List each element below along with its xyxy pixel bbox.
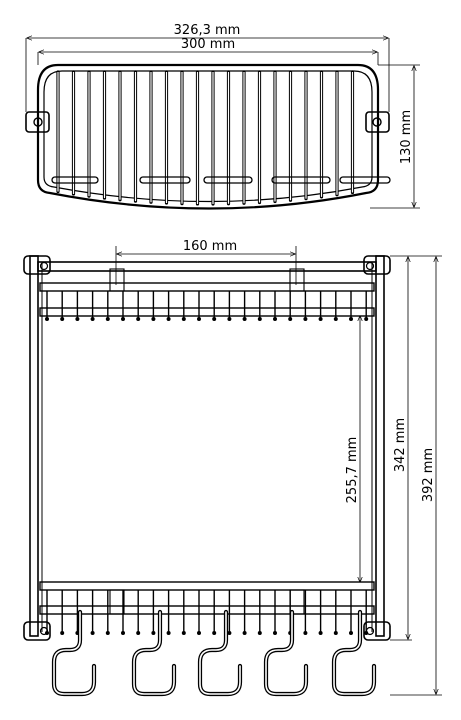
hook-rail-width-label: 160 mm [183,239,237,254]
shelf-spacing-dimension: 255,7 mm [345,316,360,582]
hook-highlight [265,611,307,695]
front-view: 160 mm 255,7 mm 342 mm 392 mm [23,239,442,697]
wire-tip [242,317,247,321]
hooks [51,609,377,697]
wire-tip [242,631,247,635]
left-mount-bracket [25,111,50,133]
wire-tip [121,631,125,635]
wire-tip [257,317,262,321]
hook [263,609,309,697]
wire-tip [349,317,353,321]
wire-tip [257,631,262,635]
wire-tip [303,631,308,635]
wire-tip [60,317,65,321]
wire-tip [349,631,353,635]
wire-tip [303,317,308,321]
hook-rail-width-dimension: 160 mm [115,239,297,285]
body-height-dimension: 342 mm [390,255,412,641]
hook-highlight [53,611,95,695]
wire-tip [364,631,369,635]
wire-tip [75,317,80,321]
upper-shelf-wires [45,291,369,321]
wire-tip [273,317,277,321]
basket-width-dimension: 300 mm [37,37,379,65]
overall-width-dimension: 326,3 mm [25,23,390,112]
wire-tip [90,631,95,635]
depth-label: 130 mm [399,110,414,164]
basket-width-label: 300 mm [181,37,235,52]
wire-tip [151,317,156,321]
wire-tip [60,631,65,635]
upper-shelf [37,261,377,321]
front-brackets [23,255,391,641]
wire-tip [318,317,323,321]
wire-tip [105,631,110,635]
wire-tip [45,631,49,635]
overall-height-label: 392 mm [421,448,436,502]
lower-shelf-wires [45,590,369,635]
basket-rails [51,176,391,184]
wire-tip [288,317,293,321]
wire-tip [166,631,171,635]
wire-tip [318,631,323,635]
wire-tip [136,317,141,321]
wire-tip [121,317,125,321]
body-height-label: 342 mm [393,418,408,472]
hook [51,609,97,697]
wire-tip [333,631,338,635]
wire-tip [197,631,201,635]
wire-tip [197,317,201,321]
wire-tip [273,631,277,635]
lower-shelf [39,581,375,635]
hook-highlight [133,611,175,695]
shelf-spacing-label: 255,7 mm [345,437,360,504]
wire-tip [212,317,217,321]
basket-wires [56,70,355,206]
overall-width-label: 326,3 mm [174,23,241,38]
wire-tip [166,317,171,321]
top-view: 326,3 mm 300 mm 130 mm [25,23,420,210]
depth-dimension: 130 mm [370,64,420,209]
wire-tip [333,317,338,321]
hook [331,609,377,697]
basket-outline [36,63,380,210]
wire-tip [136,631,141,635]
wire-tip [105,317,110,321]
wire-tip [45,317,49,321]
right-mount-bracket [365,111,390,133]
wire-tip [181,317,186,321]
hook [197,609,243,697]
overall-height-dimension: 392 mm [390,255,442,696]
wire-tip [212,631,217,635]
wire-tip [227,317,232,321]
wire-tip [151,631,156,635]
wire-tip [227,631,232,635]
wire-tip [364,317,369,321]
right-side-frame [375,255,385,637]
hook-highlight [333,611,375,695]
wire-tip [90,317,95,321]
left-side-frame [29,255,39,637]
wire-tip [181,631,186,635]
hook-highlight [199,611,241,695]
